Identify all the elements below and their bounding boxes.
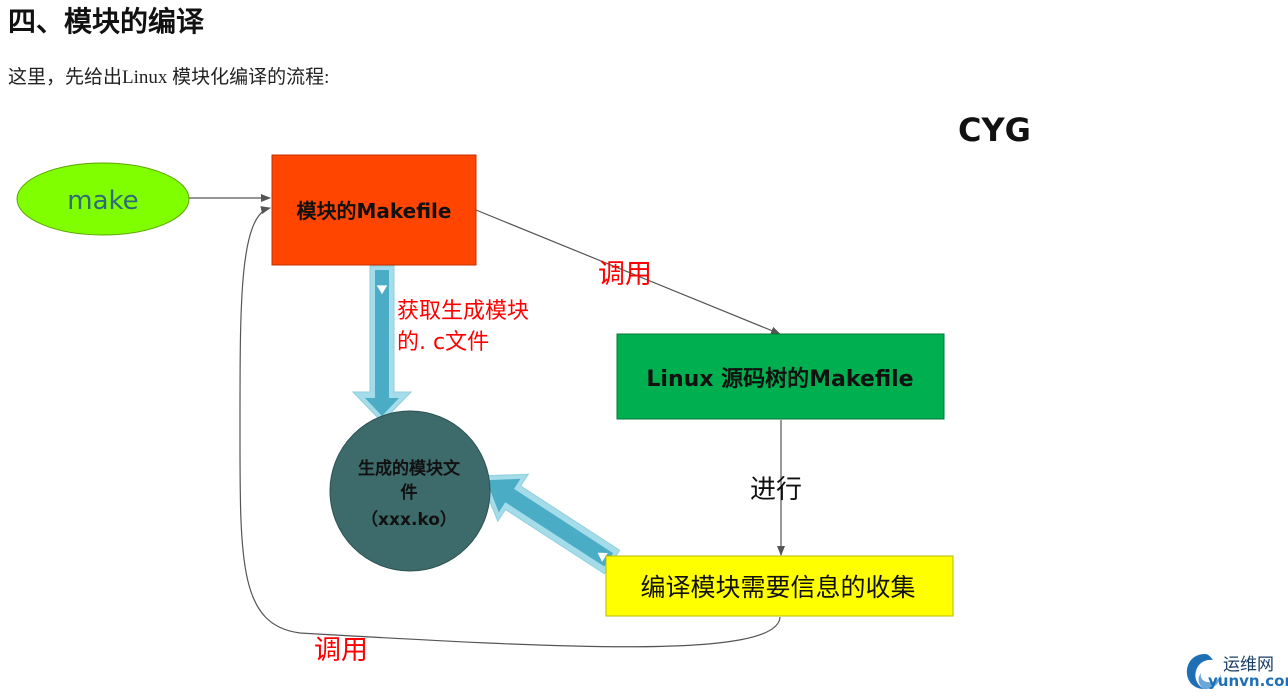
module-output-label-line3: （xxx.ko）: [361, 509, 457, 530]
make-node-label: make: [67, 186, 138, 216]
module-makefile-label: 模块的Makefile: [297, 199, 452, 223]
collect-info-label: 编译模块需要信息的收集: [640, 573, 915, 602]
intro-text: 这里，先给出Linux 模块化编译的流程:: [8, 67, 330, 88]
collect-back-to-module-makefile-arrow: [239, 206, 781, 648]
module-output-label-line2: 件: [401, 482, 418, 503]
fetch-edge-label-line2: 的. c文件: [397, 330, 489, 355]
linux-makefile-label: Linux 源码树的Makefile: [646, 366, 913, 392]
collect-to-output-fat-arrow: [486, 478, 614, 567]
linux-makefile-node: [616, 333, 945, 420]
brand-domain: yunvn.com: [1208, 672, 1288, 690]
swirl-logo-icon: [1186, 654, 1221, 690]
brand-name: 运维网: [1223, 655, 1274, 675]
fetch-c-files-fat-arrow: [365, 270, 399, 416]
module-to-linux-makefile-arrow: [475, 209, 781, 335]
module-output-label-line1: 生成的模块文: [358, 458, 461, 479]
module-makefile-node: [271, 154, 477, 266]
call-edge-label-bottom: 调用: [314, 635, 368, 666]
fat-arrow-notch-icon: [596, 551, 610, 564]
make-node: [16, 162, 190, 236]
module-output-node: [329, 410, 491, 572]
fetch-edge-label-line1: 获取生成模块: [397, 299, 529, 324]
call-edge-label-top: 调用: [598, 259, 652, 290]
proceed-edge-label: 进行: [750, 475, 802, 505]
fat-arrow-notch-icon: [375, 284, 389, 296]
cyg-watermark: CYG: [958, 111, 1031, 149]
site-brand-logo[interactable]: 运维网 yunvn.com: [1183, 650, 1288, 692]
collect-info-node: [605, 555, 954, 617]
collect-to-output-fat-arrow-group: [478, 473, 621, 575]
page-heading: 四、模块的编译: [8, 5, 205, 38]
